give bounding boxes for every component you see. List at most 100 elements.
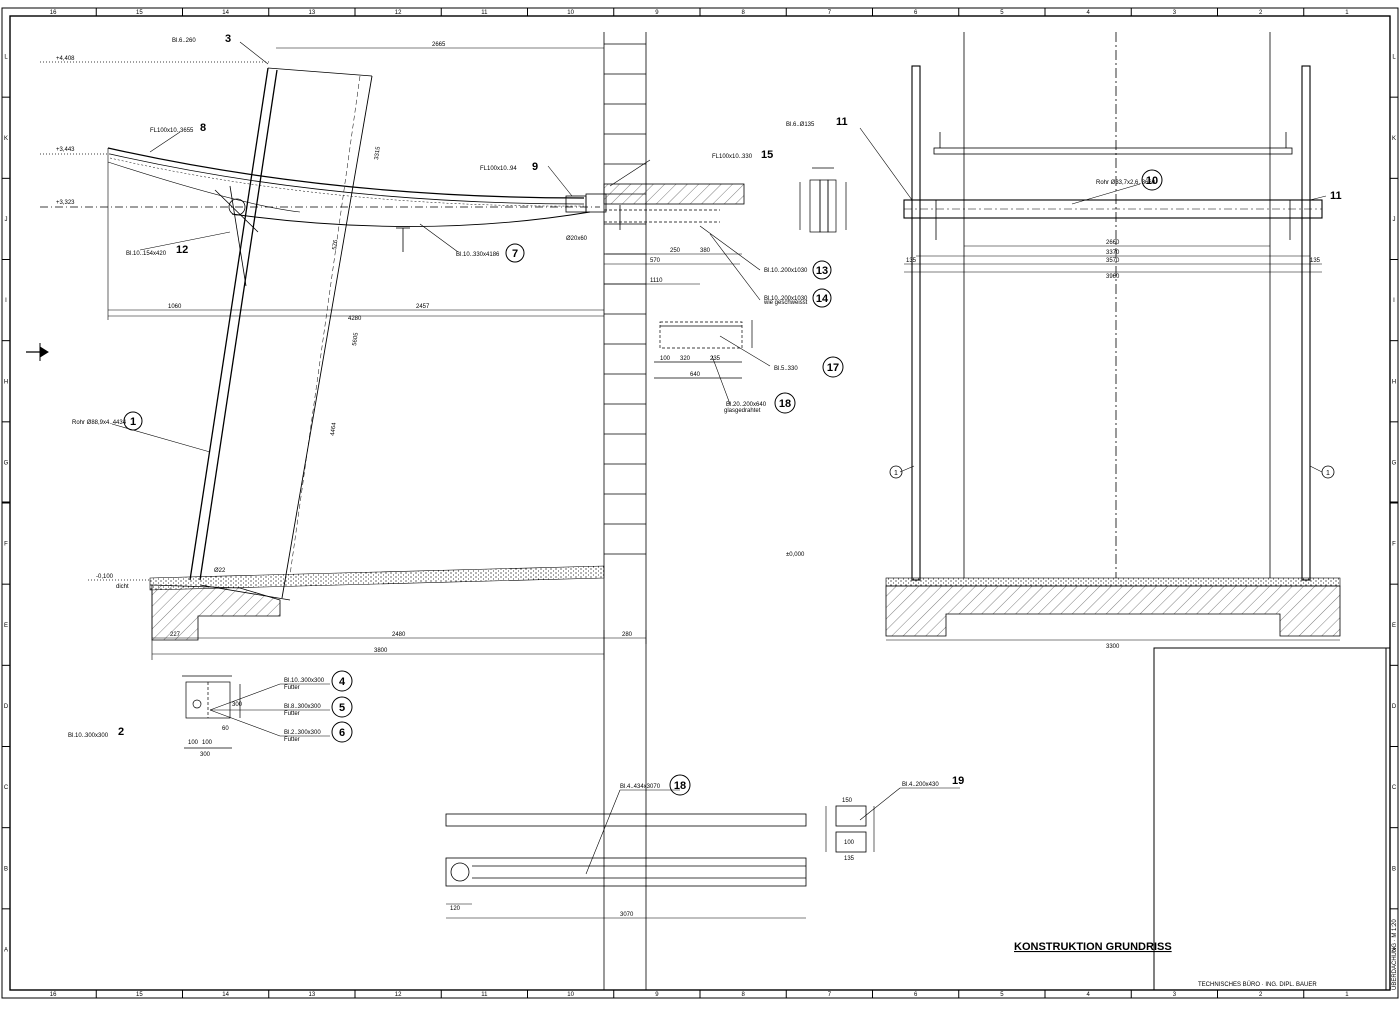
drawing-title: KONSTRUKTION GRUNDRISS	[1014, 941, 1172, 953]
detail2-dim-100a: 100	[188, 740, 199, 746]
filler-note-5: Futter	[284, 711, 300, 717]
frame-column-label-top: 4	[1086, 10, 1090, 16]
frame-column-label-top: 16	[50, 10, 57, 16]
frame-row-label-left: J	[5, 217, 8, 223]
title-block	[1153, 647, 1391, 991]
svg-text:1: 1	[1326, 470, 1330, 477]
dim-570: 570	[650, 258, 661, 264]
level-0000: ±0,000	[786, 552, 805, 558]
part-label-8: FL100x10..3655	[150, 128, 194, 134]
foundation	[149, 565, 605, 641]
circled-position-18: 18	[774, 392, 796, 414]
note-bolt: Ø20x60	[566, 236, 588, 242]
svg-text:1: 1	[130, 416, 136, 428]
part-label-19: Bl.4..200x430	[902, 782, 939, 788]
dim-3800: 3800	[374, 648, 388, 654]
view-direction-arrow	[26, 343, 49, 361]
frame-column-label-top: 9	[655, 10, 659, 16]
frame-column-label-top: 2	[1259, 10, 1263, 16]
frame-column-label-bottom: 2	[1259, 992, 1263, 998]
circled-position-13: 13	[812, 260, 832, 280]
position-9: 9	[532, 161, 538, 173]
circled-position-1-right: 1	[1321, 465, 1335, 479]
frame-row-label-left: L	[4, 55, 8, 61]
position-19: 19	[952, 775, 964, 787]
position-8: 8	[200, 122, 206, 134]
frame-row-label-right: K	[1392, 136, 1396, 142]
frame-column-label-bottom: 4	[1086, 992, 1090, 998]
frame-column-label-bottom: 6	[914, 992, 918, 998]
svg-text:18: 18	[674, 780, 686, 792]
part-label-13: Bl.10..200x1030	[764, 268, 808, 274]
circled-position-7: 7	[505, 243, 525, 263]
right-dim-135-right: 135	[1310, 258, 1321, 264]
dim-250: 250	[670, 248, 681, 254]
level-3323: +3,323	[56, 200, 75, 206]
part-label-14: Bl.10..200x1030	[764, 296, 808, 302]
note-diameter: Ø22	[214, 568, 226, 574]
part-label-11: Bl.6..Ø135	[786, 122, 815, 128]
part-label-15: FL100x10..330	[712, 154, 753, 160]
filler-note-4: Futter	[284, 685, 300, 691]
frame-column-label-bottom: 8	[741, 992, 745, 998]
svg-text:7: 7	[512, 248, 518, 260]
circled-position-6: 6	[331, 721, 353, 743]
position-12: 12	[176, 244, 188, 256]
circled-position-10: 10	[1141, 169, 1163, 191]
bottom-dim-100: 100	[844, 840, 855, 846]
frame-column-label-top: 3	[1173, 10, 1177, 16]
plate-detail-2	[182, 675, 241, 749]
part-label-6: Bl.2..300x300	[284, 730, 321, 736]
part-label-10: Rohr Ø33,7x2,6..3660	[1096, 180, 1156, 186]
level-minus-0100: -0,100	[96, 574, 114, 580]
frame-column-label-top: 14	[222, 10, 229, 16]
frame-column-label-top: 12	[395, 10, 402, 16]
right-dim-3570: 3570	[1106, 258, 1120, 264]
frame-row-label-right: F	[1392, 542, 1396, 548]
right-dim-3370: 3370	[1106, 250, 1120, 256]
frame-grid-ticks	[2, 8, 1398, 998]
bottom-plate-details	[445, 787, 960, 919]
dim-227: 227	[170, 632, 181, 638]
frame-column-label-top: 7	[828, 10, 832, 16]
part-label-7: Bl.10..330x4186	[456, 252, 500, 258]
circled-position-14: 14	[812, 288, 832, 308]
circled-position-1-left: 1	[889, 465, 903, 479]
circled-position-4: 4	[331, 670, 353, 692]
note-dicht: dicht	[116, 584, 129, 590]
title-block-footer: TECHNISCHES BÜRO · ING. DIPL. BAUER	[1198, 981, 1317, 988]
frame-column-label-bottom: 5	[1000, 992, 1004, 998]
dim-2457: 2457	[416, 304, 430, 310]
frame-column-label-top: 6	[914, 10, 918, 16]
part-label-4: Bl.10..300x300	[284, 678, 325, 684]
bottom-dim-135: 135	[844, 856, 855, 862]
frame-column-label-top: 8	[741, 10, 745, 16]
svg-text:13: 13	[816, 265, 828, 277]
inclined-dim-4464: 4464	[330, 422, 338, 437]
part-label-9: FL100x10..94	[480, 166, 517, 172]
level-3443: +3,443	[56, 147, 75, 153]
part-label-18-bottom: Bl.4..434x3070	[620, 784, 661, 790]
svg-text:18: 18	[779, 398, 791, 410]
frame-column-label-top: 10	[567, 10, 574, 16]
part-label-18: Bl.20..200x640	[726, 402, 767, 408]
bottom-dim-150: 150	[842, 798, 853, 804]
leader-4-5-6	[209, 683, 330, 737]
dim-280: 280	[622, 632, 633, 638]
frame-column-label-top: 13	[309, 10, 316, 16]
circled-position-1: 1	[123, 411, 143, 431]
detail2-dim-vert: 300	[232, 702, 243, 708]
frame-row-label-right: G	[1392, 460, 1397, 466]
curved-roof-beam	[107, 147, 591, 227]
circled-position-5: 5	[331, 696, 353, 718]
right-dim-135-left: 135	[906, 258, 917, 264]
frame-column-label-bottom: 12	[395, 992, 402, 998]
frame-row-label-left: C	[4, 785, 9, 791]
note-glasgedrahtet: glasgedrahtet	[724, 408, 761, 414]
right-dim-2660: 2660	[1106, 240, 1120, 246]
right-dim-total: 3300	[1106, 644, 1120, 650]
frame-row-label-left: F	[4, 542, 8, 548]
right-dim-3960: 3960	[1106, 274, 1120, 280]
frame-row-label-left: K	[4, 136, 8, 142]
